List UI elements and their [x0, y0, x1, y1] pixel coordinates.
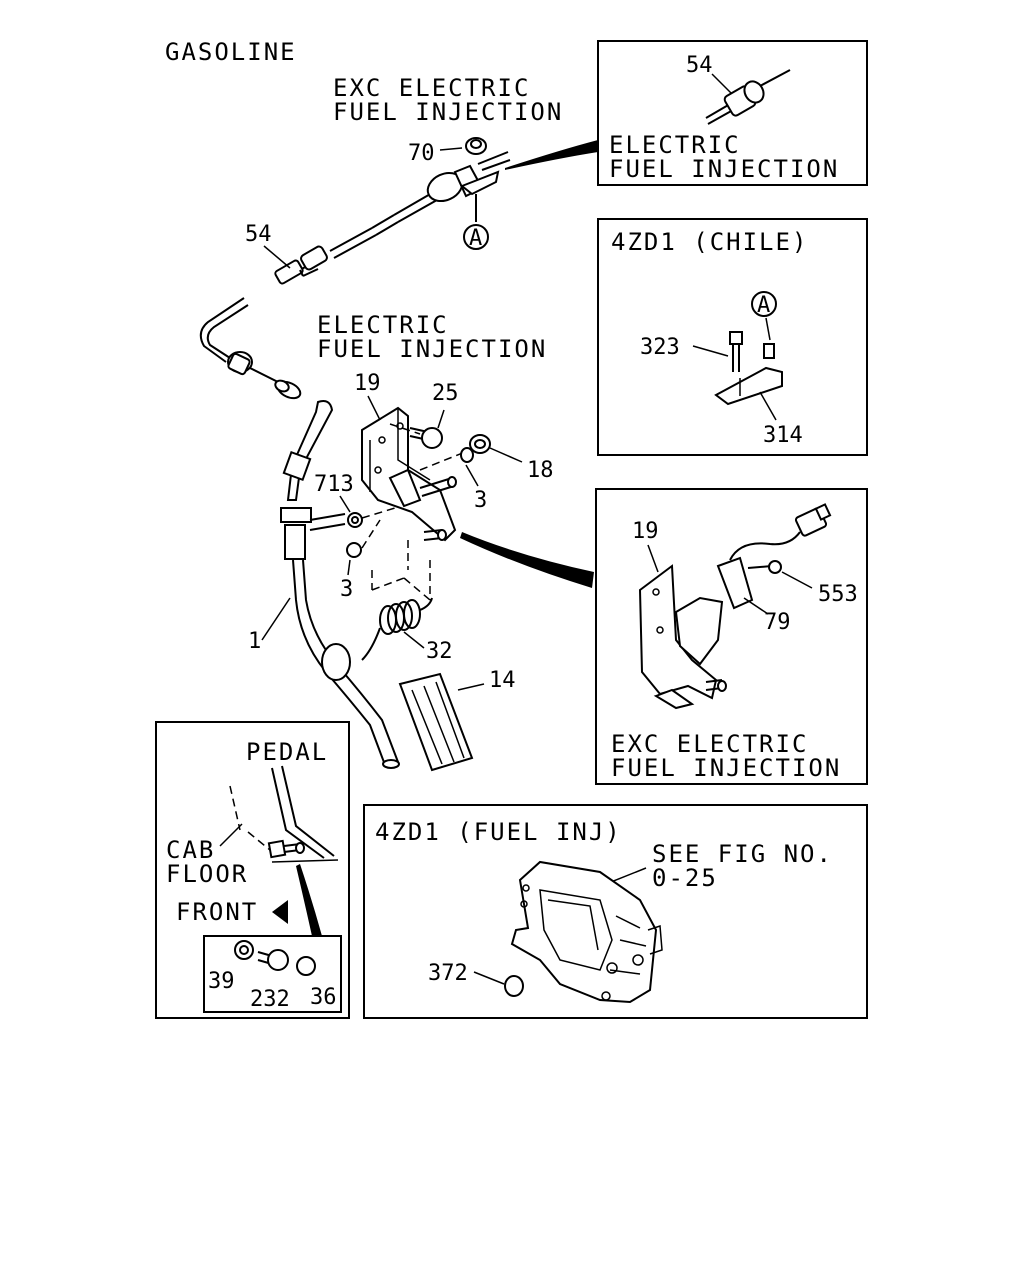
inset-chile-callout-314: 314 [763, 423, 803, 448]
exc-efi-label-line2: FUEL INJECTION [333, 98, 563, 126]
inset-pedal-callout-232: 232 [250, 987, 290, 1012]
main-diagram: GASOLINE EXC ELECTRIC FUEL INJECTION [165, 38, 598, 772]
callout-32: 32 [426, 639, 453, 664]
inset-pedal-callout-39: 39 [208, 969, 235, 994]
inset-efi-line2: FUEL INJECTION [609, 155, 839, 183]
inset-exc-efi: 19 553 79 EXC ELECTRIC FUEL INJECTION [595, 488, 868, 785]
accelerator-lever [280, 400, 400, 769]
efi-label-line2: FUEL INJECTION [317, 335, 547, 363]
front-arrow-icon [272, 900, 288, 924]
exc-efi-label-line1: EXC ELECTRIC [333, 74, 530, 102]
efi-label-line1: ELECTRIC [317, 311, 449, 339]
svg-text:A: A [469, 226, 482, 251]
inset-fuel-inj-see-line2: 0-25 [652, 864, 718, 892]
inset-fuel-inj-title: 4ZD1 (FUEL INJ) [375, 818, 622, 846]
inset-chile-title: 4ZD1 (CHILE) [611, 228, 808, 256]
inset-fuel-inj-callout-372: 372 [428, 961, 468, 986]
return-spring: 32 [361, 540, 453, 664]
inset-chile-callout-323: 323 [640, 335, 680, 360]
pedal-pad: 14 [398, 668, 516, 772]
inset-pedal-cab: CAB [166, 836, 215, 864]
inset-exc-line2: FUEL INJECTION [611, 754, 841, 782]
callout-3-upper: 3 [474, 488, 487, 513]
leader-efi [505, 140, 598, 170]
pedal-bracket [361, 406, 457, 542]
inset-exc-callout-19: 19 [632, 519, 659, 544]
callout-70: 70 [408, 141, 435, 166]
inset-pedal-floor: FLOOR [166, 860, 248, 888]
bolt-25: 25 [389, 381, 459, 449]
inset-exc-callout-553: 553 [818, 582, 858, 607]
inset-fuel-inj-see-line1: SEE FIG NO. [652, 840, 833, 868]
ref-a-main: A [463, 224, 489, 251]
throttle-cable [199, 164, 500, 400]
inset-pedal-stopper: PEDAL CAB FLOOR FRONT 39 232 36 [155, 721, 350, 1019]
inset-fuel-inj: 4ZD1 (FUEL INJ) SEE FIG NO. 0-25 372 [363, 804, 868, 1019]
callout-14: 14 [489, 668, 516, 693]
inset-pedal-front: FRONT [176, 898, 258, 926]
injection-pump-drawing [510, 860, 663, 1004]
gasoline-title: GASOLINE [165, 38, 297, 66]
callout-25: 25 [432, 381, 459, 406]
inset-chile-ref-a: A [757, 293, 770, 318]
leader-exc [460, 532, 594, 588]
callout-1: 1 [248, 629, 261, 654]
washer-713: 713 3 [314, 472, 396, 602]
inset-efi: 54 ELECTRIC FUEL INJECTION [597, 40, 868, 186]
callout-3-lower: 3 [340, 577, 353, 602]
nut-70: 70 [408, 137, 487, 166]
nut-18: 18 3 [419, 434, 554, 513]
inset-efi-line1: ELECTRIC [609, 131, 741, 159]
inset-pedal-label: PEDAL [246, 738, 328, 766]
callout-713: 713 [314, 472, 354, 497]
inset-pedal-callout-36: 36 [310, 985, 337, 1010]
callout-18: 18 [527, 458, 554, 483]
inset-efi-callout-54: 54 [686, 53, 713, 78]
inset-exc-line1: EXC ELECTRIC [611, 730, 808, 758]
inset-exc-callout-79: 79 [764, 610, 791, 635]
callout-19-main: 19 [354, 371, 381, 396]
inset-chile: 4ZD1 (CHILE) A 323 314 [597, 218, 868, 456]
callout-54-main: 54 [245, 222, 272, 247]
